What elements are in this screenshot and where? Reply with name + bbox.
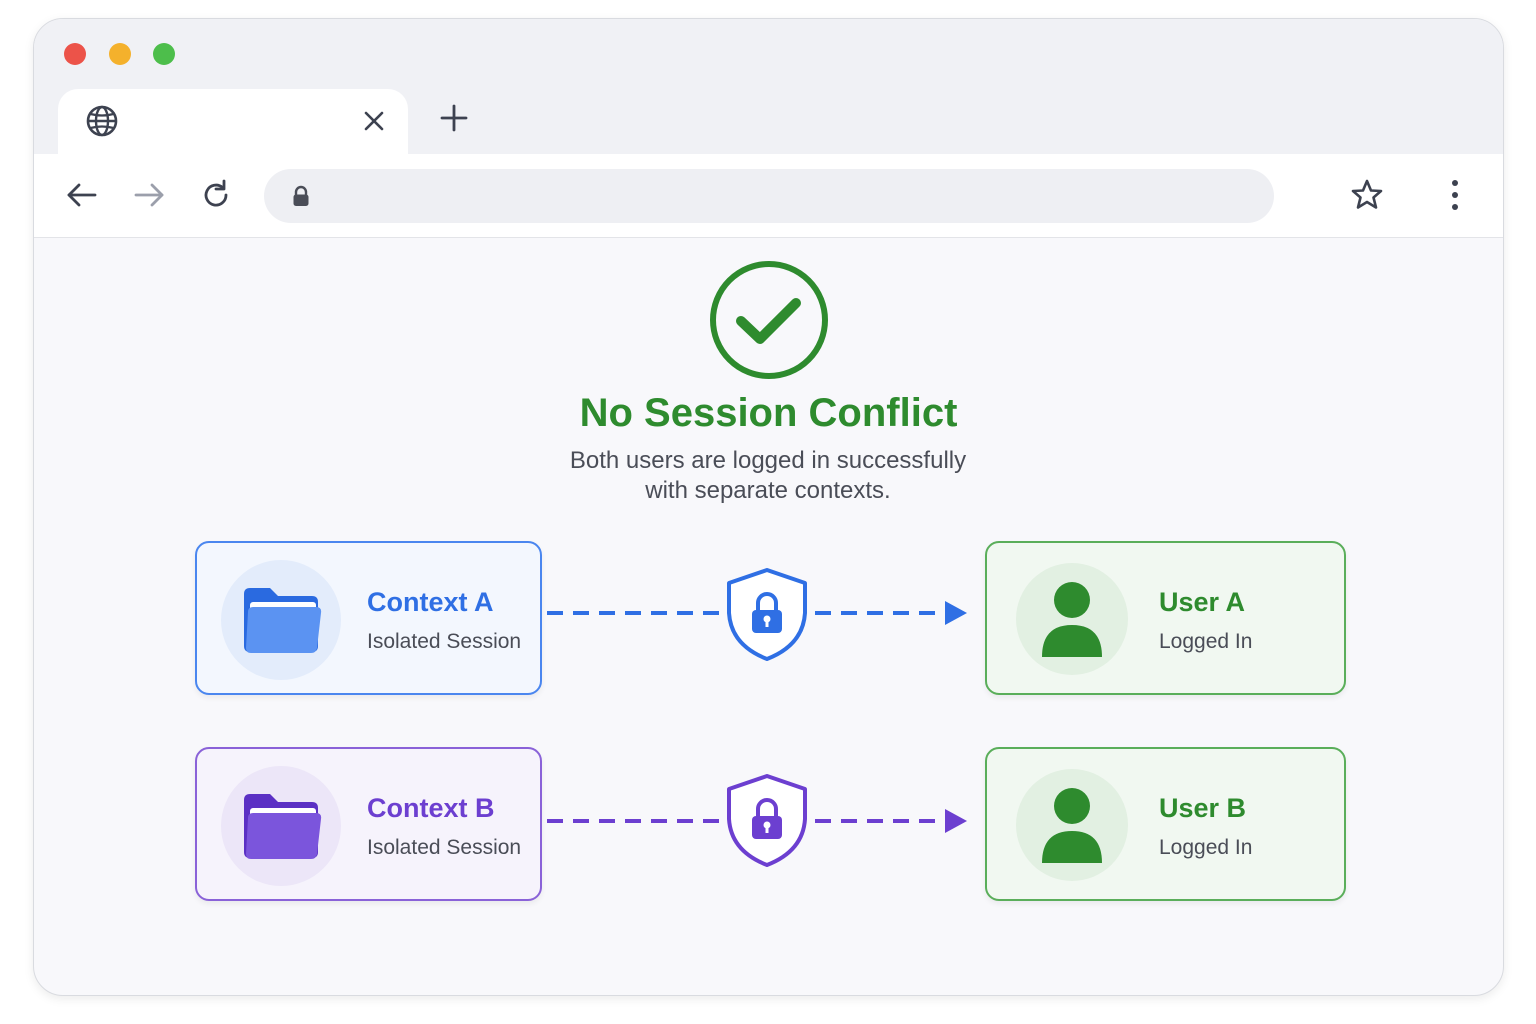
context-a-title: Context A <box>367 587 494 617</box>
status-subtitle-line-1: Both users are logged in successfully <box>569 447 967 474</box>
context-b-title: Context B <box>367 793 495 823</box>
browser-tab[interactable] <box>58 89 408 161</box>
folder-icon <box>244 588 322 653</box>
user-a-card[interactable]: User A Logged In <box>985 541 1346 695</box>
user-icon <box>1042 788 1102 863</box>
lock-icon <box>293 185 309 206</box>
context-a-icon-circle <box>221 560 341 680</box>
title-bar <box>34 19 1503 161</box>
shield-lock-icon <box>727 568 807 661</box>
user-a-title: User A <box>1159 587 1246 617</box>
status-subtitle-line-2: with separate contexts. <box>645 477 891 504</box>
browser-window: No Session Conflict Both users are logge… <box>33 18 1504 996</box>
context-a-card[interactable]: Context A Isolated Session <box>195 541 542 695</box>
context-b-subtitle: Isolated Session <box>367 836 522 859</box>
address-bar[interactable] <box>264 169 1274 223</box>
close-window-button[interactable] <box>64 43 86 65</box>
shield-lock-icon <box>727 774 807 867</box>
star-icon[interactable] <box>1350 178 1384 212</box>
context-b-icon-circle <box>221 766 341 886</box>
context-a-subtitle: Isolated Session <box>367 630 522 653</box>
user-b-icon-circle <box>1016 769 1128 881</box>
page-content: No Session Conflict Both users are logge… <box>34 239 1503 995</box>
status-subtitle: Both users are logged in successfully wi… <box>518 446 1018 506</box>
close-icon[interactable] <box>360 107 388 135</box>
kebab-menu-icon[interactable] <box>1438 178 1472 212</box>
status-title: No Session Conflict <box>579 391 958 435</box>
user-b-card[interactable]: User B Logged In <box>985 747 1346 901</box>
minimize-window-button[interactable] <box>109 43 131 65</box>
plus-icon[interactable] <box>437 101 471 135</box>
connector-b <box>547 774 967 867</box>
arrow-right-icon[interactable] <box>132 178 166 212</box>
reload-icon[interactable] <box>199 178 233 212</box>
arrow-left-icon[interactable] <box>65 178 99 212</box>
user-b-subtitle: Logged In <box>1159 836 1253 859</box>
user-a-subtitle: Logged In <box>1159 630 1253 653</box>
maximize-window-button[interactable] <box>153 43 175 65</box>
folder-icon <box>244 794 322 859</box>
navigation-toolbar <box>34 154 1503 238</box>
user-icon <box>1042 582 1102 657</box>
user-b-title: User B <box>1159 793 1247 823</box>
check-circle-icon <box>710 261 828 379</box>
globe-icon <box>86 105 118 137</box>
context-b-card[interactable]: Context B Isolated Session <box>195 747 542 901</box>
connector-a <box>547 568 967 661</box>
user-a-icon-circle <box>1016 563 1128 675</box>
